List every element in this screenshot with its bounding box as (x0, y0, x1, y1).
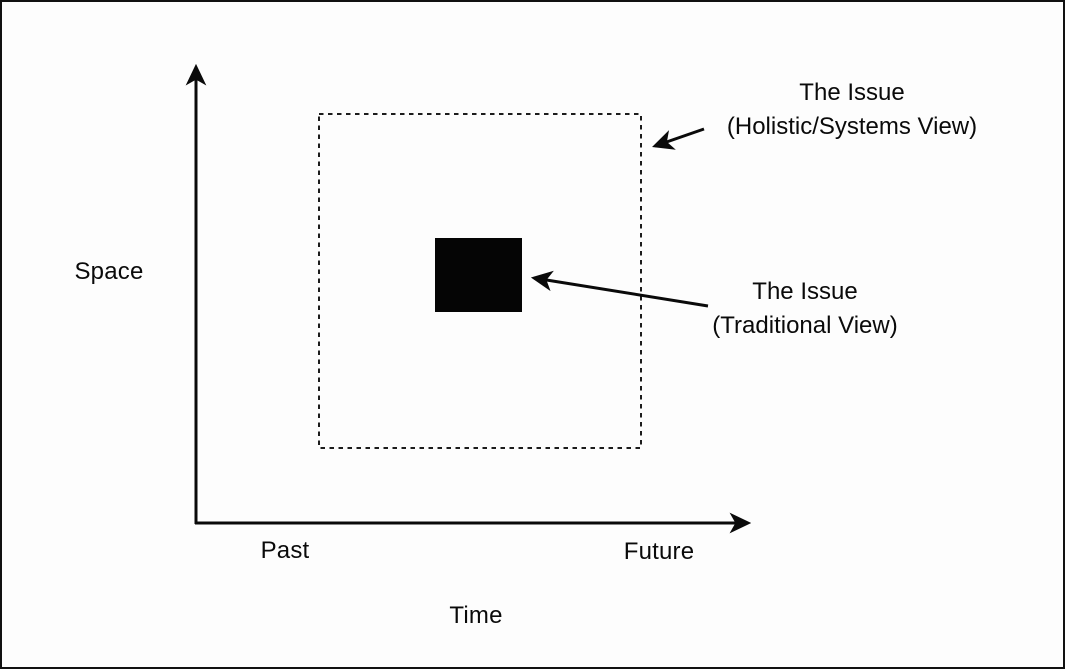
holistic-view-dashed-box (318, 113, 642, 449)
holistic-view-annotation: The Issue (Holistic/Systems View) (727, 76, 977, 144)
y-axis-label: Space (74, 258, 144, 285)
holistic-annotation-arrow (652, 127, 705, 150)
x-axis-label: Time (449, 602, 503, 629)
x-axis-start-label: Past (260, 537, 310, 564)
x-axis-end-label: Future (623, 538, 695, 565)
holistic-view-annotation-line2: (Holistic/Systems View) (726, 113, 978, 140)
holistic-view-annotation-line1: The Issue (799, 79, 905, 106)
traditional-view-annotation-line2: (Traditional View) (712, 312, 898, 339)
traditional-view-black-square (435, 238, 522, 312)
traditional-view-annotation: The Issue (Traditional View) (712, 275, 897, 343)
traditional-annotation-arrow (530, 270, 709, 308)
traditional-view-annotation-line1: The Issue (752, 278, 858, 305)
